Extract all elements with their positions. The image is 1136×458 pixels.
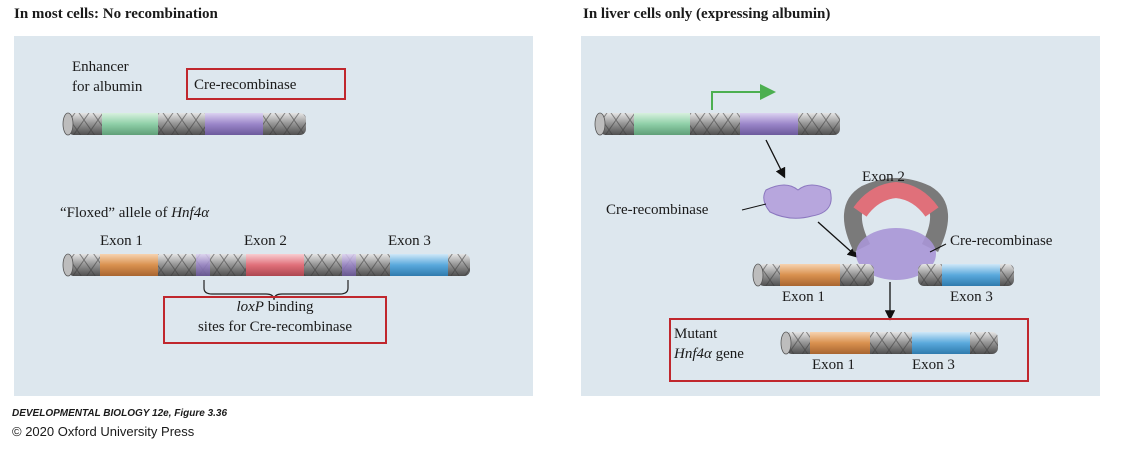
enhancer-label-line2: for albumin bbox=[72, 79, 143, 95]
exon2-loop-segment bbox=[853, 181, 939, 217]
loxp-label-line1: loxP binding bbox=[236, 299, 314, 315]
right-exon1-label: Exon 1 bbox=[782, 289, 825, 305]
cre-label-left: Cre-recombinase bbox=[606, 202, 709, 218]
left-transgene-dna bbox=[62, 112, 306, 136]
left-cre-segment bbox=[205, 113, 263, 135]
mutant-label-line2: Hnf4α gene bbox=[674, 346, 744, 362]
left-loxp-site-2 bbox=[342, 254, 356, 276]
right-exon3-label: Exon 3 bbox=[950, 289, 993, 305]
arrow-to-complex bbox=[817, 221, 858, 258]
promoter-arrow-icon bbox=[711, 84, 776, 110]
enhancer-label-line1: Enhancer bbox=[72, 59, 129, 75]
left-exon1-segment bbox=[100, 254, 158, 276]
mutant-gene-box bbox=[669, 318, 1029, 382]
floxed-allele-label: “Floxed” allele of Hnf4α bbox=[60, 205, 210, 221]
left-panel bbox=[14, 36, 533, 396]
right-exon2-label: Exon 2 bbox=[862, 169, 905, 185]
left-exon3-segment bbox=[390, 254, 448, 276]
mutant-label-line1: Mutant bbox=[674, 326, 718, 342]
left-exon2-segment bbox=[246, 254, 304, 276]
copyright-notice: © 2020 Oxford University Press bbox=[12, 424, 195, 439]
right-panel-title: In liver cells only (expressing albumin) bbox=[583, 6, 831, 22]
cre-label: Cre-recombinase bbox=[194, 77, 297, 93]
cre-complex-icon bbox=[856, 228, 936, 280]
left-exon1-label: Exon 1 bbox=[100, 233, 143, 249]
loxp-bracket bbox=[203, 280, 349, 301]
left-floxed-dna bbox=[62, 253, 470, 277]
left-loxp-site-1 bbox=[196, 254, 210, 276]
mutant-exon1-label: Exon 1 bbox=[812, 357, 855, 373]
arrow-to-cre-protein bbox=[765, 139, 786, 179]
right-floxed-dna bbox=[752, 263, 1014, 287]
left-panel-title: In most cells: No recombination bbox=[14, 6, 218, 22]
left-exon3-label: Exon 3 bbox=[388, 233, 431, 249]
left-enhancer-segment bbox=[102, 113, 158, 135]
cre-label-right: Cre-recombinase bbox=[950, 233, 1053, 249]
figure-credit: DEVELOPMENTAL BIOLOGY 12e, Figure 3.36 bbox=[12, 408, 228, 419]
mutant-gene-dna bbox=[780, 331, 998, 355]
loxp-label-line2: sites for Cre-recombinase bbox=[197, 319, 353, 335]
cre-protein-icon bbox=[763, 184, 832, 219]
right-transgene-dna bbox=[594, 112, 840, 136]
cre-label-box bbox=[186, 68, 346, 100]
left-exon2-label: Exon 2 bbox=[244, 233, 287, 249]
loxp-label-box bbox=[163, 296, 387, 344]
mutant-exon3-label: Exon 3 bbox=[912, 357, 955, 373]
